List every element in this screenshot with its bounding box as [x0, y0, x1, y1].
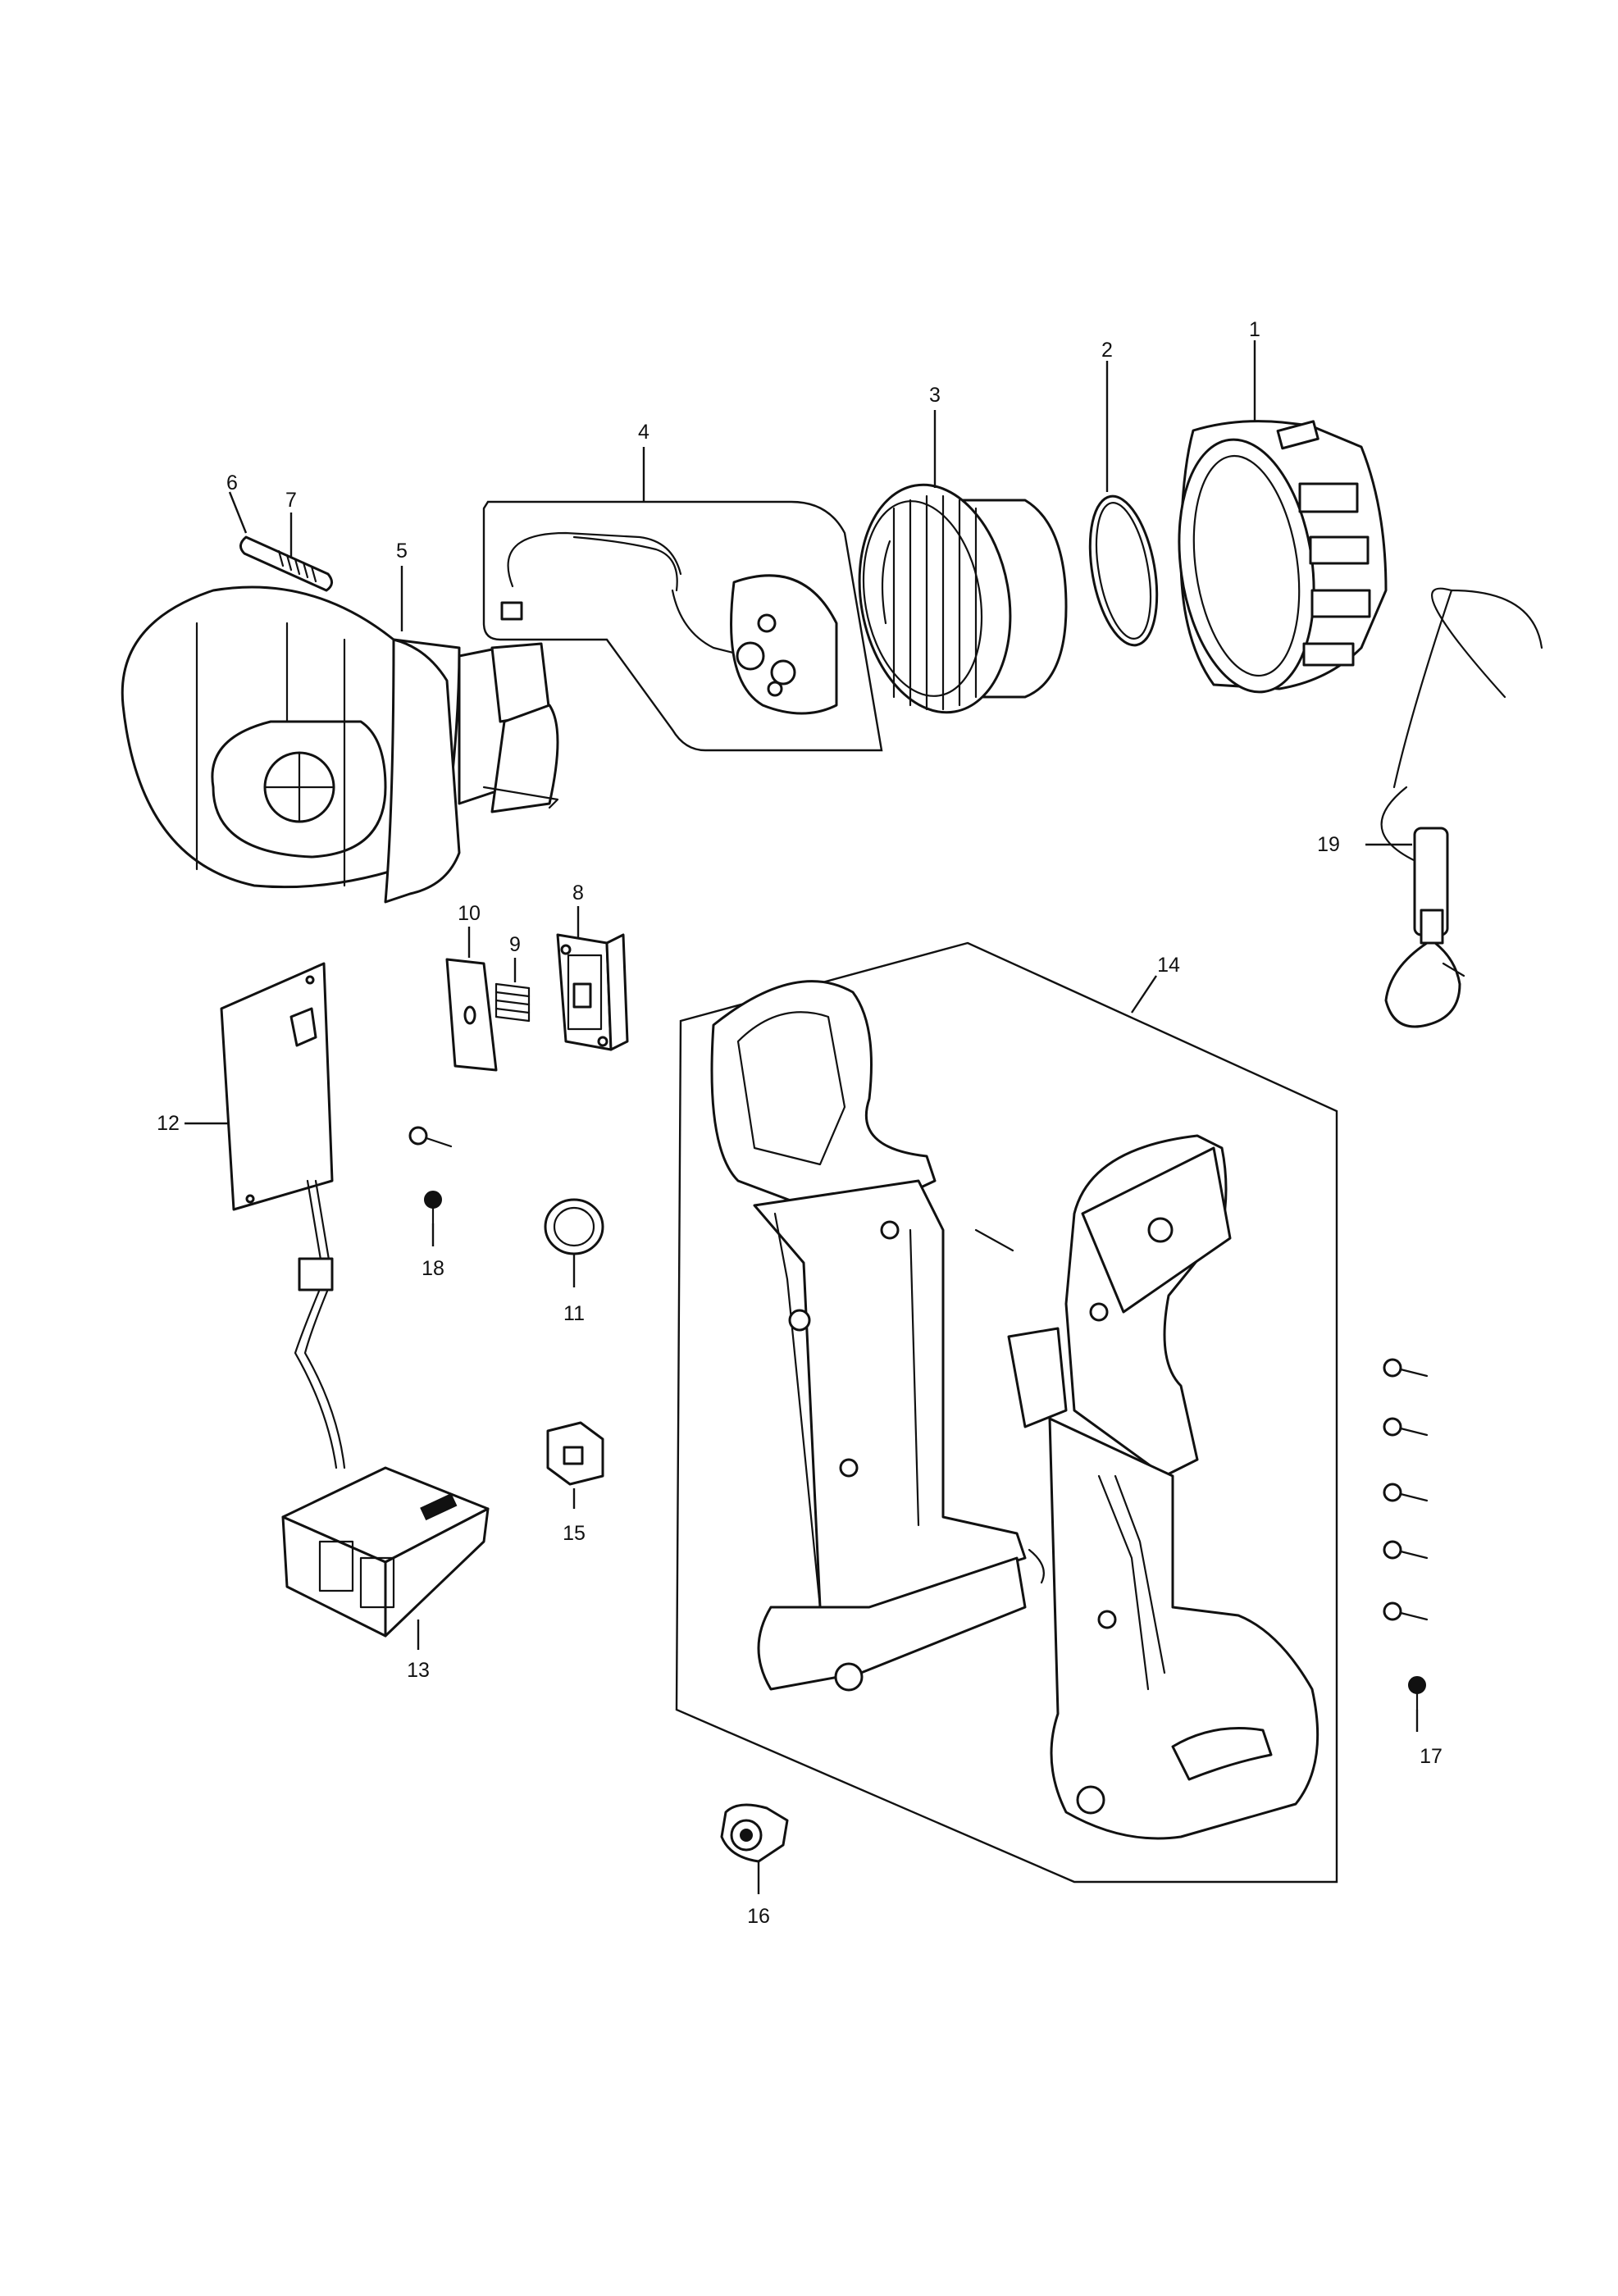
part-10-plate: [445, 958, 498, 1072]
callout-10: 10: [458, 902, 481, 925]
part-11-ring: [544, 1198, 604, 1255]
part-15-nut: [546, 1421, 604, 1486]
callout-11: 11: [563, 1302, 585, 1325]
part-14-housing-set: [675, 941, 1338, 1884]
part-19-lanyard: [1380, 587, 1543, 1028]
screw: [1383, 1483, 1429, 1502]
callout-1: 1: [1249, 318, 1260, 341]
callout-12: 12: [157, 1112, 180, 1135]
callout-16: 16: [747, 1905, 770, 1928]
part-13-switch: [281, 1466, 490, 1638]
callout-9: 9: [509, 933, 521, 956]
callout-8: 8: [572, 882, 584, 904]
screw: [1383, 1540, 1429, 1560]
part-8-switch-holder: [556, 933, 629, 1051]
part-9-spring: [495, 982, 531, 1023]
screw: [1383, 1601, 1429, 1621]
screw: [1383, 1417, 1429, 1437]
screw: [1408, 1676, 1426, 1711]
callout-15: 15: [563, 1522, 586, 1545]
callout-7: 7: [285, 489, 297, 512]
callout-17: 17: [1420, 1745, 1443, 1768]
part-16-clip: [720, 1803, 789, 1863]
leader-lines: [185, 340, 1419, 1894]
part-1-front-cap: [1178, 420, 1388, 694]
part-18-screws: [408, 1126, 453, 1225]
callout-5: 5: [396, 540, 408, 563]
callout-3: 3: [929, 384, 941, 407]
callout-2: 2: [1101, 339, 1113, 362]
part-12-circuit-board: [220, 962, 346, 1469]
callout-13: 13: [407, 1659, 430, 1682]
part-17-screws: [1383, 1358, 1429, 1711]
screw: [1383, 1358, 1429, 1378]
screw: [424, 1191, 442, 1225]
callout-4: 4: [638, 421, 649, 444]
callout-labels: 1 2 3 4 5 6 7 8 9 10 11 12 13 14 15 16 1…: [157, 318, 1443, 1928]
part-4-motor-assembly: [482, 500, 883, 752]
part-3-knurled-collar: [858, 483, 1068, 714]
part-2-ring: [1088, 494, 1159, 647]
callout-18: 18: [422, 1257, 444, 1280]
callout-6: 6: [226, 472, 238, 494]
callout-14: 14: [1157, 954, 1180, 977]
callout-19: 19: [1317, 833, 1340, 856]
screw: [408, 1126, 453, 1148]
part-5-head-housing: [121, 585, 559, 904]
part-6-7-pin: [239, 535, 333, 592]
